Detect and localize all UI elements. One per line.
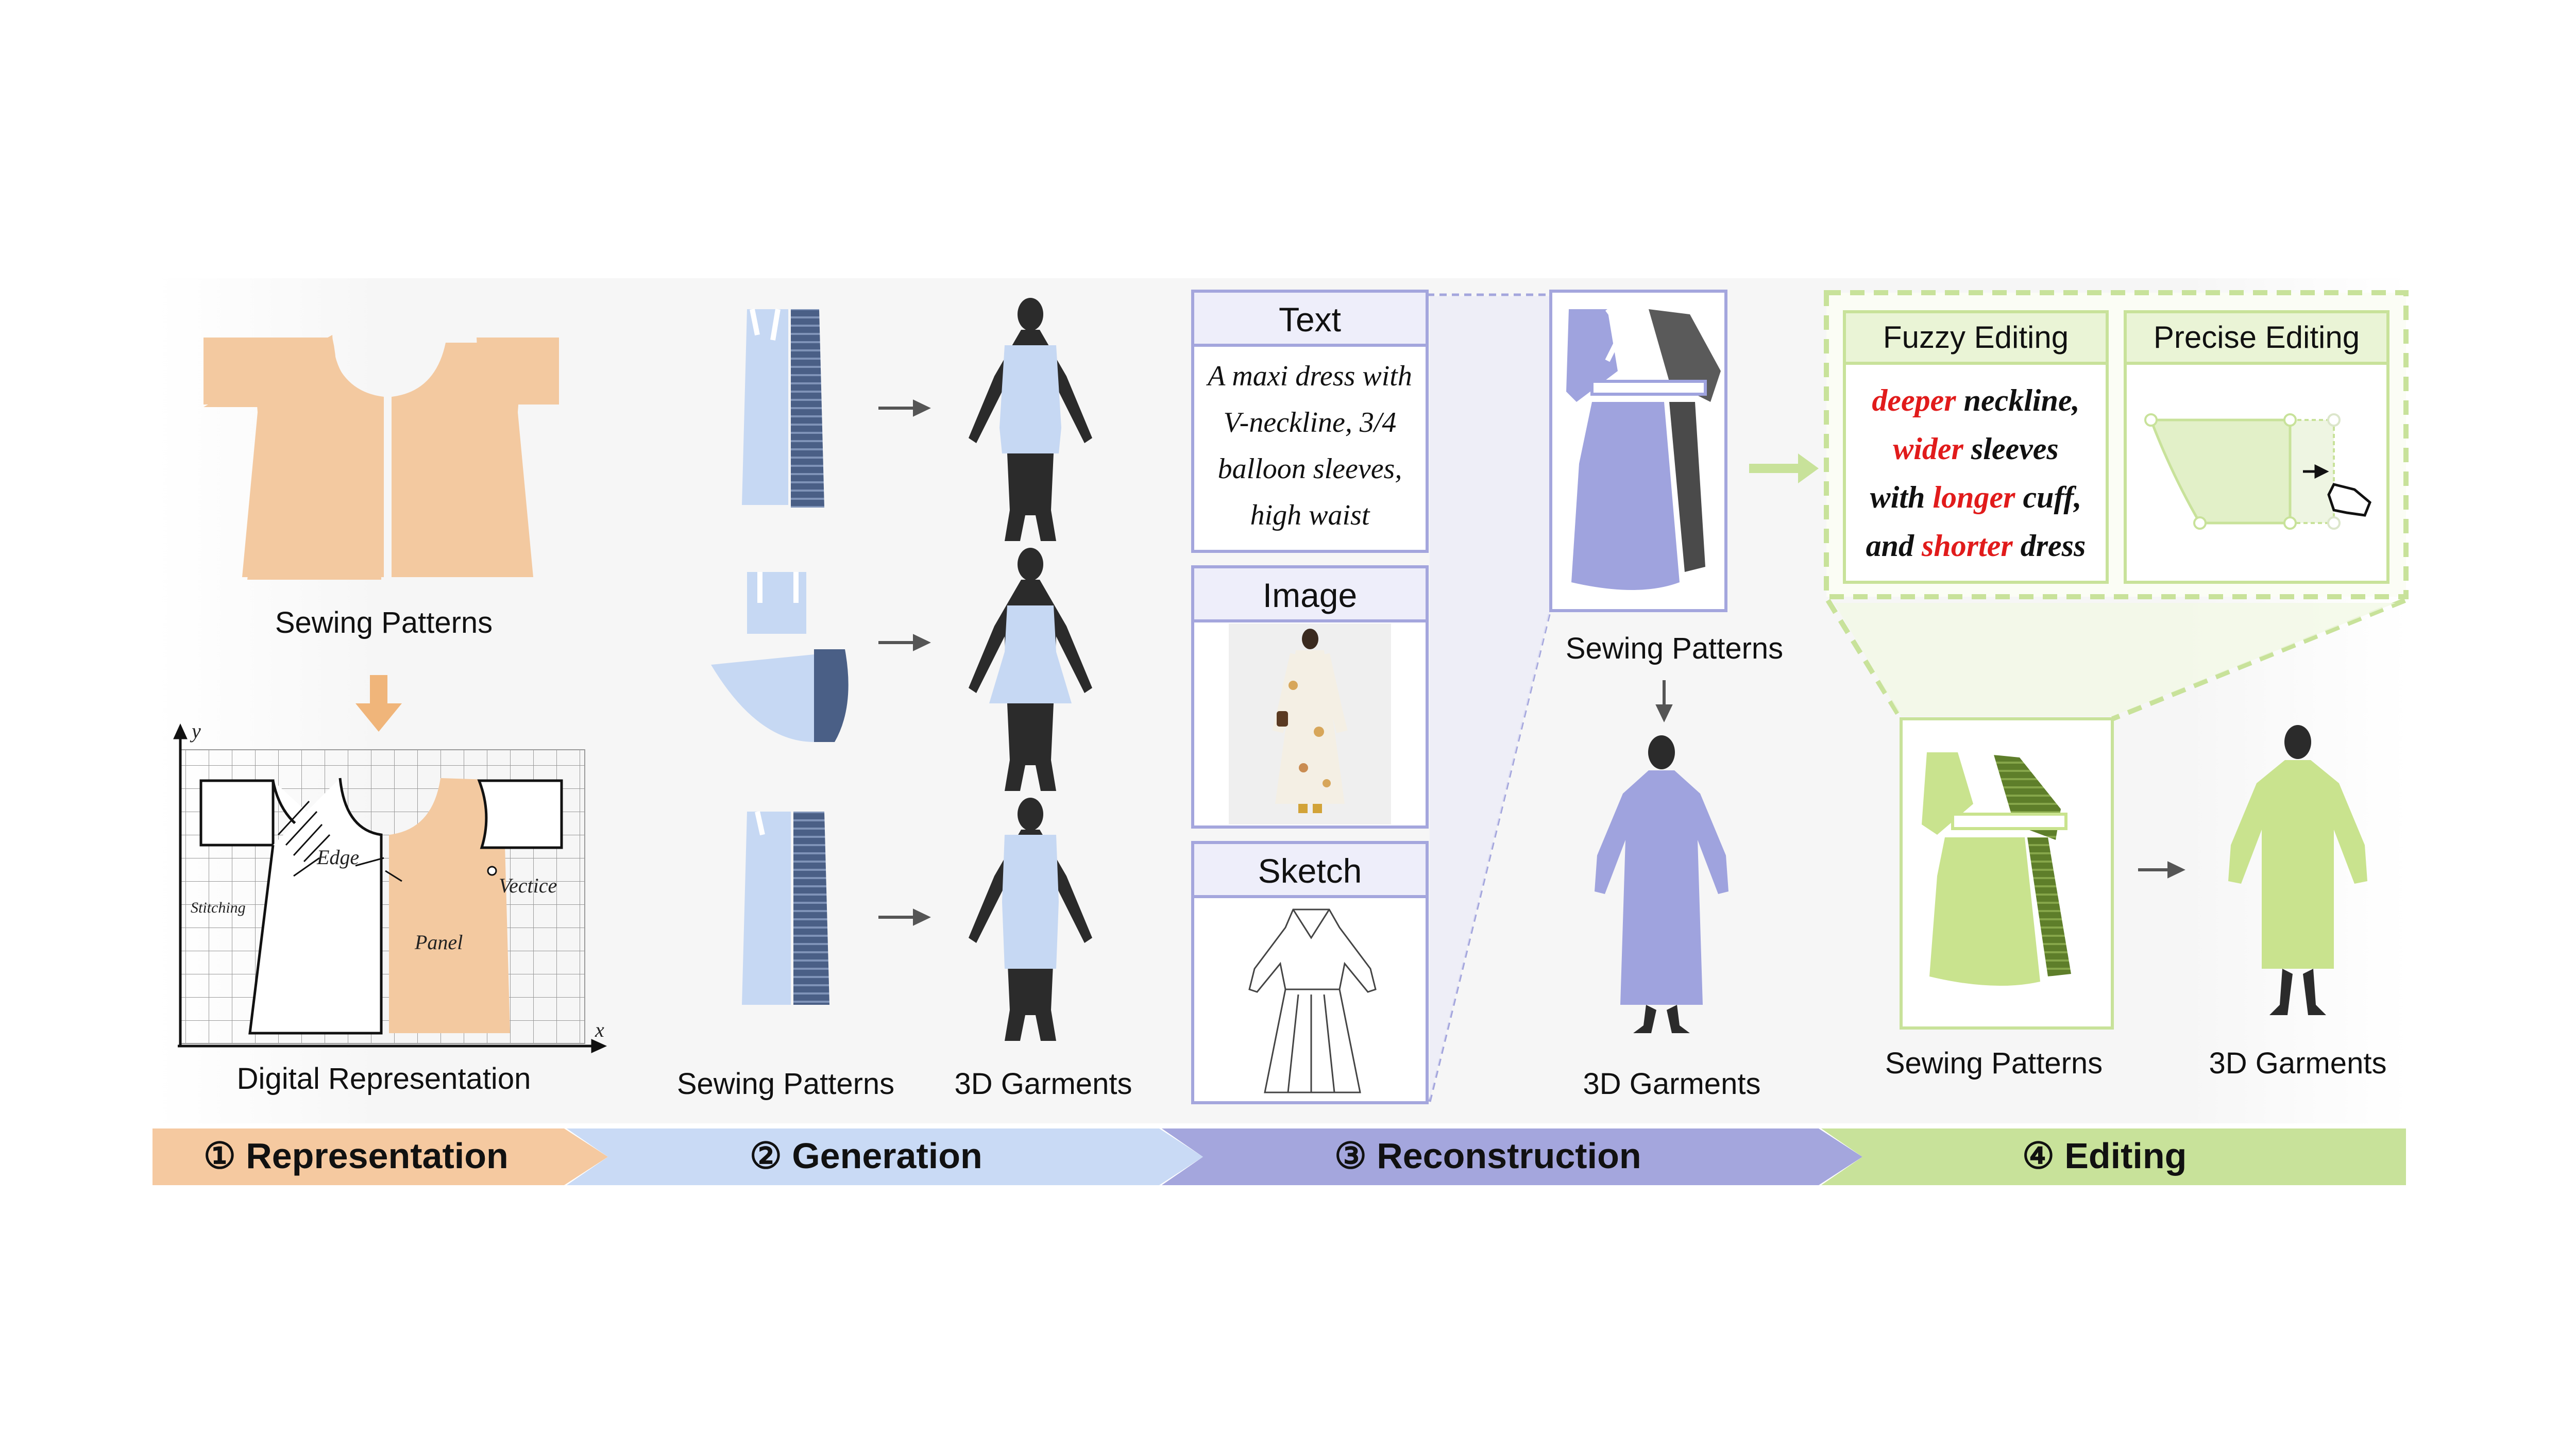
stitching-label: Stitching — [191, 899, 246, 916]
text-box-header — [1191, 290, 1429, 347]
text-line-3: balloon sleeves, — [1217, 453, 1402, 485]
edit-sewing-patterns-label: Sewing Patterns — [1885, 1047, 2103, 1080]
axis-x-label: x — [595, 1018, 604, 1041]
representation-section — [173, 335, 607, 1053]
fuzzy-editing-title: Fuzzy Editing — [1883, 320, 2069, 355]
edit-dashed-connectors — [1825, 598, 2406, 721]
recon-down-arrow — [1655, 680, 1673, 722]
fuzzy-line-1-red: deeper — [1872, 383, 1956, 417]
edit-garments-label: 3D Garments — [2209, 1047, 2387, 1080]
vertice-label: Vectice — [499, 874, 557, 897]
fuzzy-header — [1843, 310, 2109, 365]
green-arrow — [1749, 453, 1819, 483]
generation-section — [711, 298, 1092, 1041]
green-fan — [1834, 603, 2396, 716]
dashed-connectors — [1427, 293, 1552, 1102]
stage-4-chevron — [1821, 1128, 2406, 1185]
fuzzy-line-3-prefix: with — [1870, 480, 1933, 514]
editing-section — [1749, 290, 2409, 1030]
fuzzy-line-1: deeper neckline, — [1844, 376, 2107, 425]
fuzzy-line-2-red: wider — [1893, 432, 1963, 466]
gen-pattern-2 — [711, 572, 849, 742]
hand-cursor-icon — [2327, 483, 2371, 517]
reconstruction-section — [1191, 290, 1728, 1104]
recon-garments-label: 3D Garments — [1583, 1067, 1761, 1101]
stitching-hatch — [277, 800, 331, 863]
gen-arrows — [878, 399, 931, 926]
fuzzy-line-4: and shorter dress — [1844, 521, 2107, 570]
stage-1-label: ① Representation — [204, 1136, 509, 1176]
stage-3-label: ③ Reconstruction — [1334, 1136, 1641, 1176]
precise-header — [2124, 310, 2389, 365]
gen-pattern-3 — [742, 811, 829, 1005]
sketch-box-title: Sketch — [1258, 852, 1362, 890]
fuzzy-line-4-rest: dress — [2012, 529, 2086, 563]
fuzzy-line-2: wider sleeves — [1844, 425, 2107, 473]
rep-sewing-patterns-label: Sewing Patterns — [275, 606, 493, 639]
drag-arrow — [2303, 464, 2329, 479]
fuzzy-line-1-rest: neckline, — [1956, 383, 2080, 417]
gen-mannequin-1 — [969, 298, 1092, 541]
rep-digital-representation-label: Digital Representation — [236, 1062, 531, 1096]
peach-sewing-pattern — [204, 335, 559, 580]
panel-label: Panel — [415, 931, 463, 954]
sketch-dress — [1248, 908, 1377, 1093]
stage-1-chevron — [152, 1128, 608, 1185]
recon-pattern-pieces — [1566, 308, 1721, 590]
sketch-box-header — [1191, 841, 1429, 898]
fuzzy-line-3-red: longer — [1933, 480, 2015, 514]
gen-sewing-patterns-label: Sewing Patterns — [676, 1067, 895, 1101]
fuzzy-line-4-prefix: and — [1866, 529, 1922, 563]
recon-sewing-patterns-label: Sewing Patterns — [1565, 632, 1784, 665]
fuzzy-line-3-rest: cuff, — [2015, 480, 2082, 514]
stage-3-chevron — [1162, 1128, 1862, 1185]
text-line-4: high waist — [1250, 499, 1370, 531]
stage-bar — [152, 1128, 2406, 1185]
gen-garments-label: 3D Garments — [954, 1067, 1132, 1101]
fuzzy-line-2-rest: sleeves — [1963, 432, 2059, 466]
stage-2-chevron — [567, 1128, 1203, 1185]
fuzzy-line-4-red: shorter — [1921, 529, 2013, 563]
edit-mannequin — [2228, 725, 2367, 1015]
recon-mannequin — [1595, 735, 1728, 1033]
text-line-2: V-neckline, 3/4 — [1223, 407, 1397, 439]
stage-4-label: ④ Editing — [2022, 1136, 2187, 1176]
gen-mannequin-2 — [969, 548, 1092, 791]
text-box-title: Text — [1278, 300, 1342, 339]
stage-2-label: ② Generation — [750, 1136, 982, 1176]
edge-label: Edge — [317, 846, 360, 869]
text-box-body: A maxi dress with V-neckline, 3/4 balloo… — [1193, 353, 1427, 538]
filled-panel — [389, 778, 563, 1033]
image-box-title: Image — [1262, 576, 1358, 614]
edit-arrow — [2138, 861, 2185, 879]
axis-y-label: y — [192, 719, 201, 743]
photo-model — [1272, 629, 1348, 813]
purple-fan-shape — [1430, 296, 1551, 1100]
gen-mannequin-3 — [969, 798, 1092, 1041]
fuzzy-instructions: deeper neckline, wider sleeves with long… — [1844, 376, 2107, 570]
image-box-header — [1191, 565, 1429, 622]
pointer-arrows — [293, 857, 402, 882]
precise-editing-title: Precise Editing — [2153, 320, 2360, 355]
vertex-marker — [487, 866, 497, 876]
edit-pattern-pieces — [1922, 752, 2071, 986]
down-arrow — [355, 675, 402, 732]
axes — [173, 723, 607, 1053]
fuzzy-line-3: with longer cuff, — [1844, 473, 2107, 521]
outline-panels — [199, 778, 383, 1035]
text-line-1: A maxi dress with — [1208, 360, 1412, 392]
gen-pattern-1 — [742, 309, 824, 508]
